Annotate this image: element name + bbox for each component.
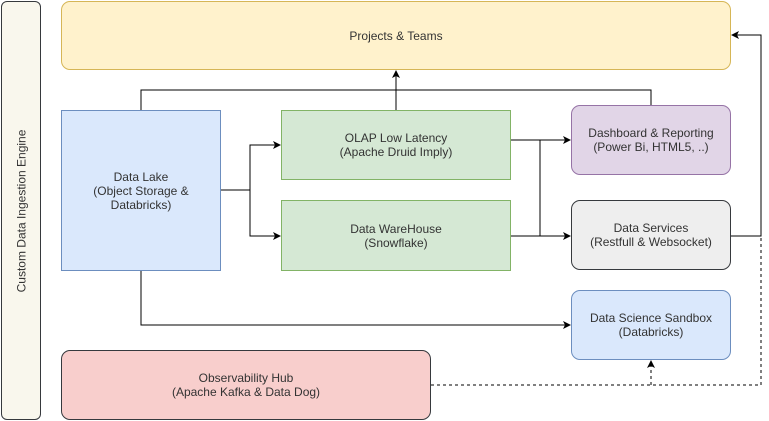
engine-label: Custom Data Ingestion Engine (14, 129, 29, 292)
node-sublabel: (Apache Druid Imply) (339, 145, 453, 159)
dashboard-reporting-node[interactable]: Dashboard & Reporting (Power Bi, HTML5, … (571, 105, 731, 175)
node-label: Data Services (613, 221, 689, 235)
data-services-node[interactable]: Data Services (Restfull & Websocket) (571, 200, 731, 270)
node-label: Dashboard & Reporting (588, 126, 714, 140)
observability-hub-node[interactable]: Observability Hub (Apache Kafka & Data D… (61, 350, 431, 420)
edge-lake-sandbox (140, 271, 571, 329)
node-label: Data Science Sandbox (589, 311, 713, 325)
data-lake-node[interactable]: Data Lake (Object Storage & Databricks) (61, 110, 221, 271)
node-label: Projects & Teams (349, 28, 443, 43)
node-label: Observability Hub (198, 371, 294, 385)
node-sublabel: (Databricks) (618, 325, 684, 339)
node-label: Data Lake (113, 169, 169, 184)
custom-data-ingestion-engine[interactable]: Custom Data Ingestion Engine (1, 1, 41, 420)
node-sublabel: (Apache Kafka & Data Dog) (171, 385, 321, 399)
data-warehouse-node[interactable]: Data WareHouse (Snowflake) (281, 200, 511, 271)
node-sublabel: (Snowflake) (364, 235, 428, 250)
node-sublabel: Databricks) (110, 197, 172, 212)
olap-node[interactable]: OLAP Low Latency (Apache Druid Imply) (281, 110, 511, 180)
data-science-sandbox-node[interactable]: Data Science Sandbox (Databricks) (571, 290, 731, 360)
node-label: OLAP Low Latency (344, 131, 448, 145)
projects-teams-node[interactable]: Projects & Teams (61, 1, 731, 70)
edge-svc-projects (731, 31, 762, 237)
edge-obs-sandbox (431, 236, 762, 386)
edge-lake-olap (221, 141, 281, 191)
node-sublabel: (Power Bi, HTML5, ..) (593, 140, 709, 154)
node-sublabel: (Object Storage & (93, 183, 189, 198)
node-sublabel: (Restfull & Websocket) (590, 235, 712, 249)
edge-lake-dwh (249, 190, 281, 240)
node-label: Data WareHouse (350, 221, 442, 236)
